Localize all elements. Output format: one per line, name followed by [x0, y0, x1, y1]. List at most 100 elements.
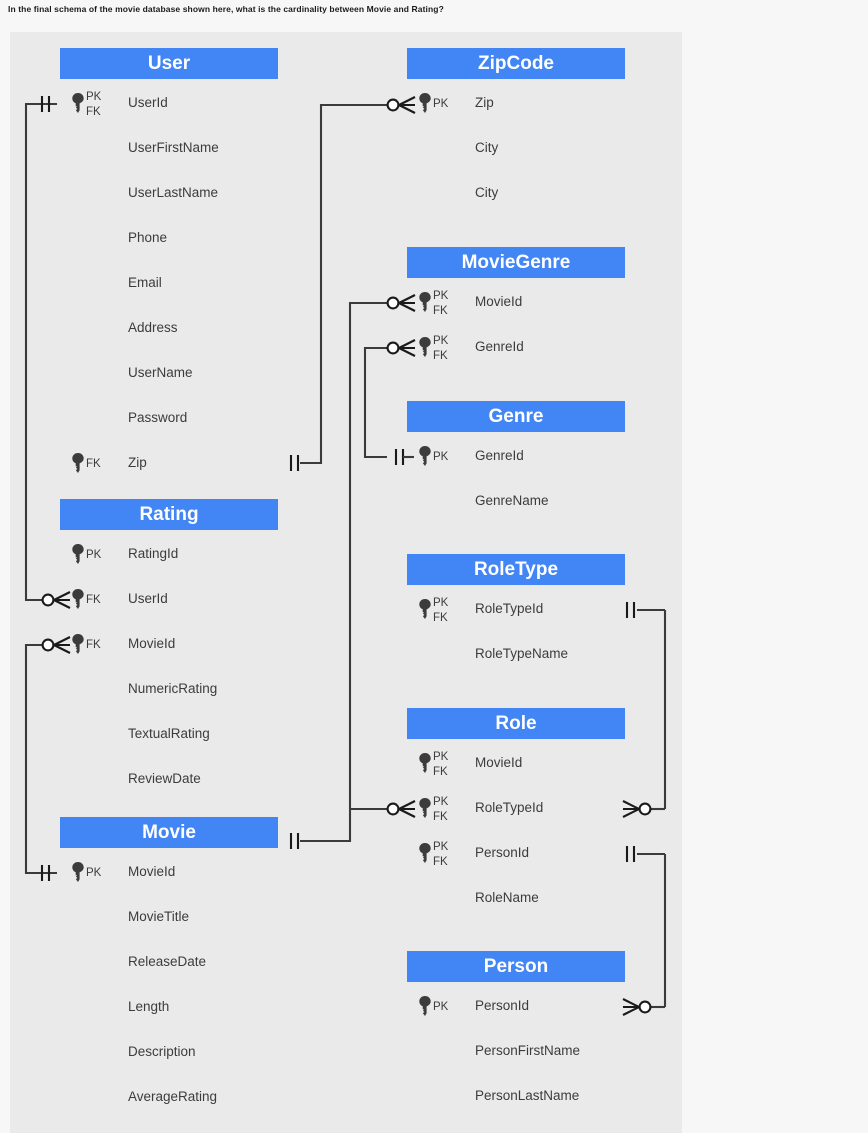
field-row[interactable]: UserFirstName: [60, 134, 278, 162]
field-name: MovieId: [475, 755, 523, 770]
field-name: UserId: [128, 591, 168, 606]
key-icon: [72, 544, 84, 564]
field-row[interactable]: Address: [60, 314, 278, 342]
field-name: RoleName: [475, 890, 539, 905]
key-icon-wrap: [419, 292, 431, 312]
key-tag-pk: PK: [86, 549, 102, 561]
field-name: City: [475, 185, 499, 200]
key-icon: [419, 843, 431, 863]
field-row[interactable]: City: [407, 134, 625, 162]
key-icon-wrap: [419, 996, 431, 1016]
field-name: Email: [128, 275, 162, 290]
field-row[interactable]: Phone: [60, 224, 278, 252]
field-name: ReleaseDate: [128, 954, 207, 969]
key-tag-pk: PK: [433, 751, 449, 763]
key-icon-wrap: [72, 453, 84, 473]
field-row[interactable]: NumericRating: [60, 675, 278, 703]
field-row[interactable]: GenreName: [407, 487, 625, 515]
key-icon: [419, 337, 431, 357]
field-row[interactable]: ReleaseDate: [60, 948, 278, 976]
key-icon: [419, 292, 431, 312]
key-icon: [72, 589, 84, 609]
field-name: UserFirstName: [128, 140, 219, 155]
field-name: NumericRating: [128, 681, 218, 696]
key-tag-pk: PK: [433, 841, 449, 853]
key-tag-fk: FK: [86, 639, 101, 651]
field-row[interactable]: Password: [60, 404, 278, 432]
key-tag-pk: PK: [433, 451, 449, 463]
field-name: TextualRating: [128, 726, 210, 741]
field-row[interactable]: Email: [60, 269, 278, 297]
entity-title-rating: Rating: [60, 499, 278, 530]
key-icon: [72, 862, 84, 882]
field-name: UserName: [128, 365, 193, 380]
key-icon: [72, 93, 84, 113]
field-row[interactable]: TextualRating: [60, 720, 278, 748]
field-name: Password: [128, 410, 188, 425]
field-row[interactable]: RoleTypeName: [407, 640, 625, 668]
key-icon-wrap: [72, 544, 84, 564]
field-name: Description: [128, 1044, 196, 1059]
field-row[interactable]: ReviewDate: [60, 765, 278, 793]
field-row[interactable]: AverageRating: [60, 1083, 278, 1111]
field-name: Length: [128, 999, 170, 1014]
field-row[interactable]: RoleName: [407, 884, 625, 912]
key-icon-wrap: [419, 93, 431, 113]
key-tag-pk: PK: [86, 867, 102, 879]
key-icon: [419, 996, 431, 1016]
field-name: Address: [128, 320, 178, 335]
key-icon-wrap: [419, 753, 431, 773]
field-name: RoleTypeId: [475, 800, 544, 815]
key-icon: [419, 446, 431, 466]
field-name: ReviewDate: [128, 771, 201, 786]
field-row[interactable]: City: [407, 179, 625, 207]
key-tag-fk: FK: [86, 458, 101, 470]
field-row[interactable]: UserLastName: [60, 179, 278, 207]
field-row[interactable]: PersonLastName: [407, 1082, 625, 1110]
field-row[interactable]: Description: [60, 1038, 278, 1066]
field-name: RoleTypeName: [475, 646, 569, 661]
entity-title-person: Person: [407, 951, 625, 982]
entity-title-genre: Genre: [407, 401, 625, 432]
field-row[interactable]: PersonFirstName: [407, 1037, 625, 1065]
entity-title-roletype: RoleType: [407, 554, 625, 585]
field-row[interactable]: MovieTitle: [60, 903, 278, 931]
entity-title-moviegenre: MovieGenre: [407, 247, 625, 278]
field-name: UserLastName: [128, 185, 219, 200]
key-tag-pk: PK: [433, 98, 449, 110]
key-tag-fk: FK: [433, 350, 448, 362]
key-icon-wrap: [419, 843, 431, 863]
field-name: GenreId: [475, 339, 524, 354]
field-row[interactable]: Length: [60, 993, 278, 1021]
key-icon-wrap: [419, 446, 431, 466]
key-tag-fk: FK: [433, 856, 448, 868]
field-name: RoleTypeId: [475, 601, 544, 616]
field-name: GenreName: [475, 493, 549, 508]
field-row[interactable]: UserName: [60, 359, 278, 387]
